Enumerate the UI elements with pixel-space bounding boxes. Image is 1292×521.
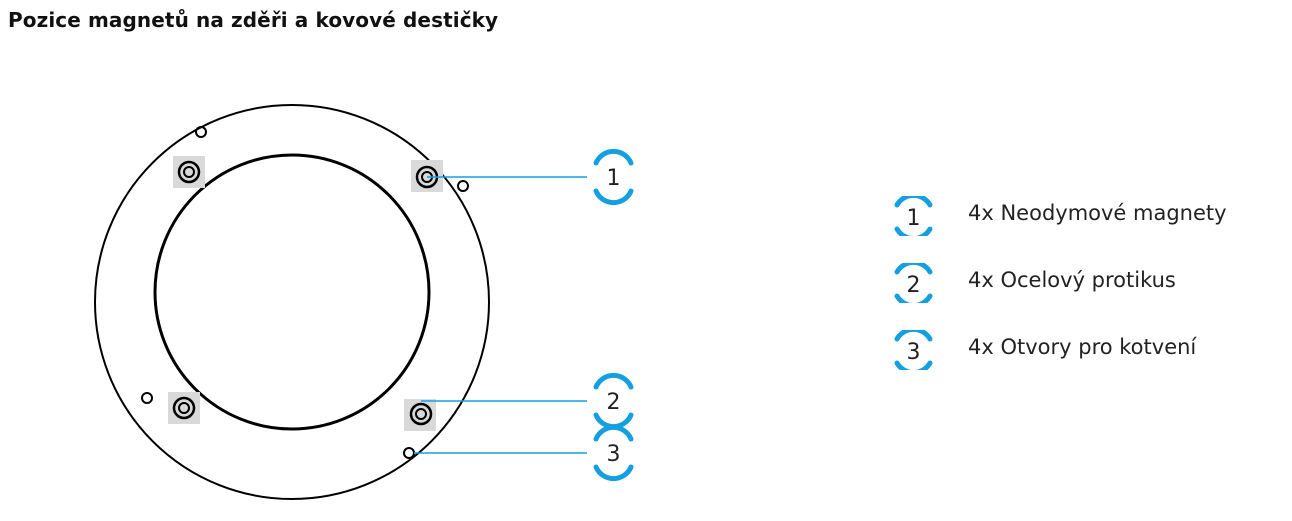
legend-label-3: 4x Otvory pro kotvení (968, 335, 1197, 359)
callout-badge-2: 2 (593, 372, 634, 430)
steel-plate-bottom-right (404, 399, 436, 431)
legend-label-1: 4x Neodymové magnety (968, 201, 1227, 225)
legend-badge-2: 2 (894, 263, 933, 303)
legend-number-1: 1 (907, 206, 921, 231)
callout-number-3: 3 (607, 442, 621, 467)
magnet-top-left (173, 156, 205, 188)
legend-number-2: 2 (907, 273, 921, 298)
magnet-top-right (411, 160, 443, 192)
legend-badge-3: 3 (894, 330, 933, 370)
callout-number-2: 2 (607, 390, 621, 415)
legend-label-2: 4x Ocelový protikus (968, 268, 1176, 292)
page-title: Pozice magnetů na zděři a kovové destičk… (8, 8, 499, 32)
anchor-hole-bottom-right (403, 447, 415, 459)
anchor-hole-top-right (457, 180, 469, 192)
steel-plate-bottom-left (168, 392, 200, 424)
anchor-hole-bottom-left (141, 392, 153, 404)
callout-badge-1: 1 (593, 148, 634, 206)
legend-badge-1: 1 (894, 196, 933, 236)
callout-badge-3: 3 (593, 424, 634, 482)
legend-number-3: 3 (907, 340, 921, 365)
outer-ring (94, 104, 490, 500)
callout-number-1: 1 (607, 166, 621, 191)
inner-ring (153, 153, 431, 431)
anchor-hole-top-left (195, 126, 207, 138)
